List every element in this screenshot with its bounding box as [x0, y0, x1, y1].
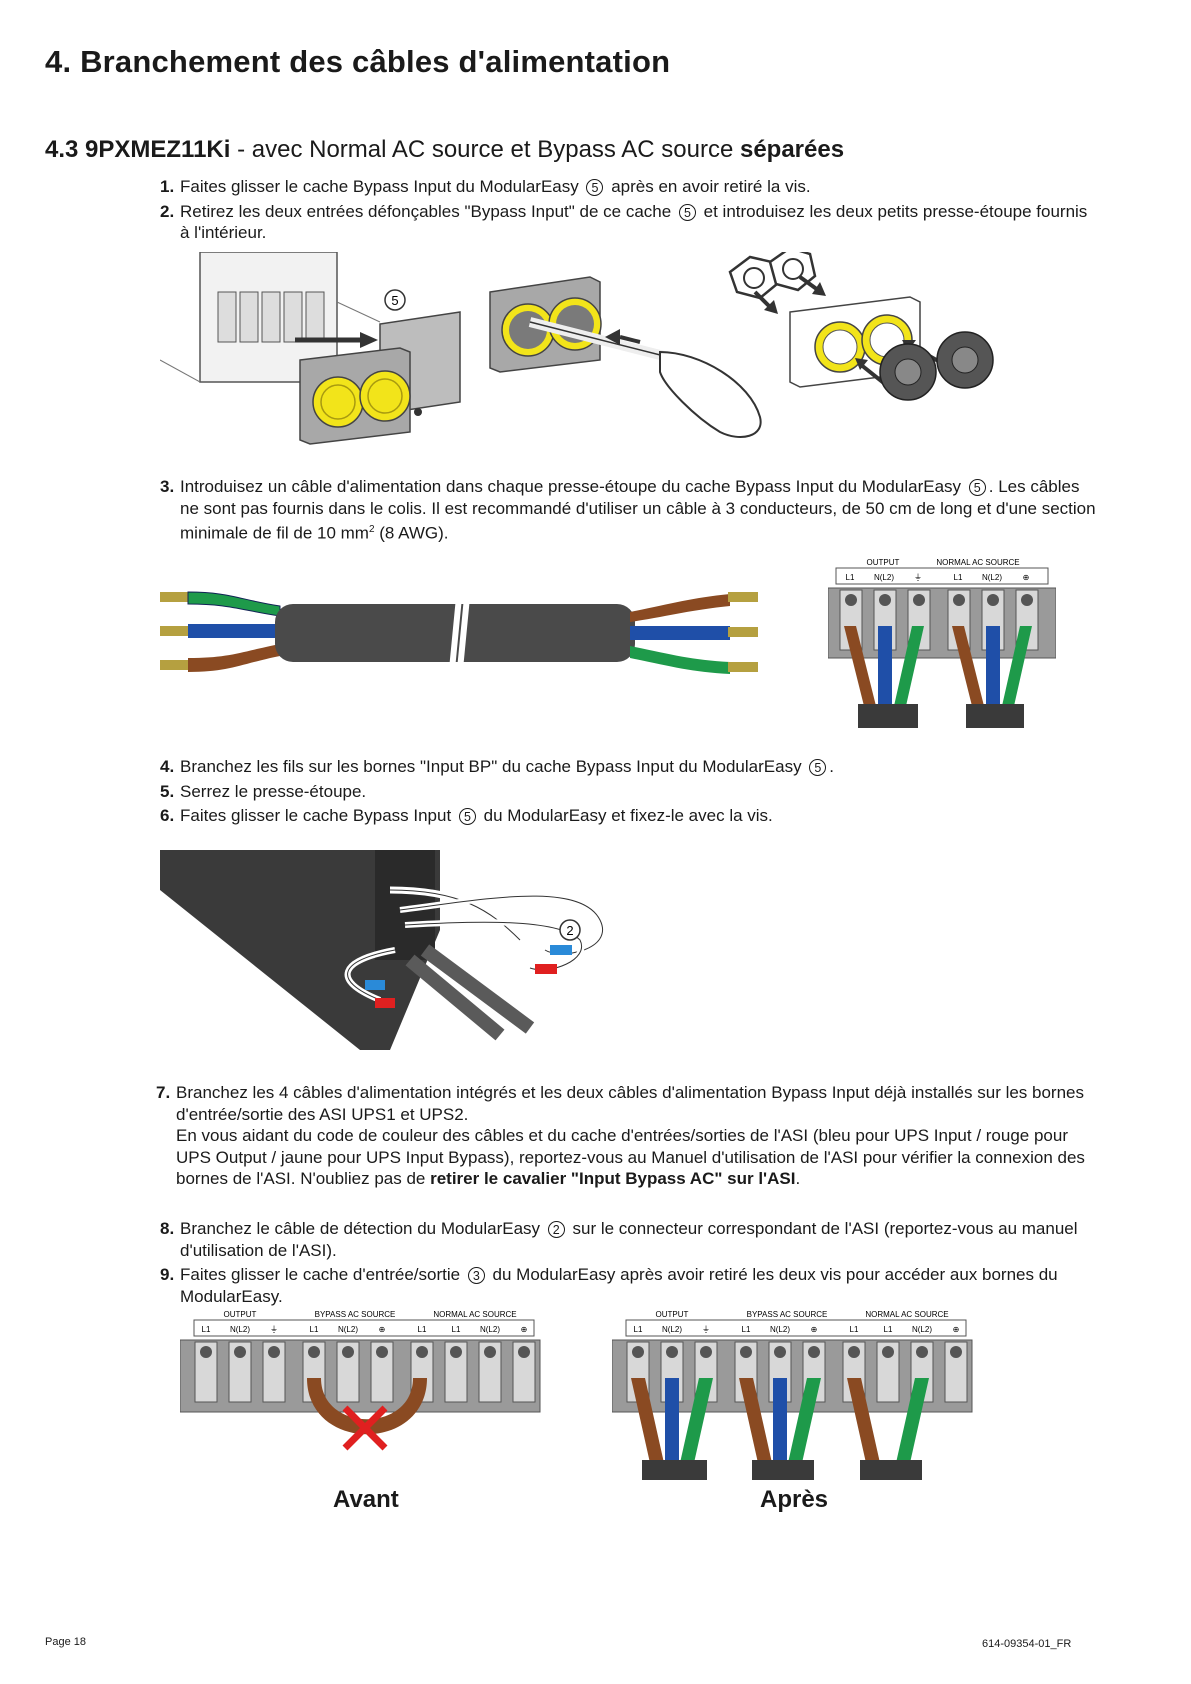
- svg-text:⏚: ⏚: [914, 573, 922, 582]
- figure-terminal-small: OUTPUT NORMAL AC SOURCE L1 N(L2) ⏚ L1 N(…: [828, 558, 1056, 728]
- svg-text:L1: L1: [202, 1325, 211, 1334]
- svg-text:L1: L1: [310, 1325, 319, 1334]
- ref-5-badge: 5: [809, 759, 827, 776]
- svg-text:⏚: ⏚: [702, 1325, 710, 1334]
- svg-text:N(L2): N(L2): [982, 573, 1002, 582]
- svg-text:⊕: ⊕: [811, 1325, 818, 1334]
- figure-bypass-cover-glands: 5: [160, 252, 994, 445]
- svg-text:OUTPUT: OUTPUT: [224, 1310, 257, 1319]
- svg-text:L1: L1: [452, 1325, 461, 1334]
- svg-text:L1: L1: [418, 1325, 427, 1334]
- svg-text:L1: L1: [954, 573, 963, 582]
- svg-text:NORMAL AC SOURCE: NORMAL AC SOURCE: [865, 1310, 948, 1319]
- ref-5-badge: 5: [968, 479, 986, 496]
- svg-text:L1: L1: [742, 1325, 751, 1334]
- figure-modulareasy-cables: 2: [160, 850, 606, 1050]
- step-9: 9.Faites glisser le cache d'entrée/sorti…: [160, 1265, 1058, 1306]
- document-number: 614-09354-01_FR: [982, 1638, 1072, 1650]
- svg-text:N(L2): N(L2): [912, 1325, 932, 1334]
- callout-2-circle: [559, 919, 581, 941]
- section-title: 4.3 9PXMEZ11Ki - avec Normal AC source e…: [45, 136, 844, 164]
- svg-text:N(L2): N(L2): [338, 1325, 358, 1334]
- step-6: 6.Faites glisser le cache Bypass Input 5…: [160, 806, 773, 825]
- section-title-bold: séparées: [739, 136, 845, 163]
- svg-text:⊕: ⊕: [1023, 573, 1030, 582]
- callout-5-label: 5: [391, 293, 398, 308]
- svg-text:BYPASS AC SOURCE: BYPASS AC SOURCE: [315, 1310, 396, 1319]
- step-2: 2.Retirez les deux entrées défonçables "…: [160, 201, 1088, 243]
- callout-5-circle: [384, 289, 406, 311]
- panel-remove-cover: 5: [160, 252, 461, 445]
- caption-before: Avant: [333, 1486, 399, 1513]
- svg-text:BYPASS AC SOURCE: BYPASS AC SOURCE: [747, 1310, 828, 1319]
- svg-text:N(L2): N(L2): [770, 1325, 790, 1334]
- caption-after: Après: [760, 1486, 829, 1513]
- svg-text:L1: L1: [846, 573, 855, 582]
- svg-text:L1: L1: [850, 1325, 859, 1334]
- svg-text:⊕: ⊕: [379, 1325, 386, 1334]
- step-7: 7.Branchez les 4 câbles d'alimentation i…: [156, 1083, 1085, 1188]
- section-model: 4.3 9PXMEZ11Ki: [45, 136, 231, 163]
- ref-3-badge: 3: [467, 1267, 485, 1284]
- chapter-title: 4. Branchement des câbles d'alimentation: [45, 44, 671, 79]
- bypass-cover: [299, 347, 411, 445]
- svg-text:L1: L1: [634, 1325, 643, 1334]
- ref-5-badge: 5: [586, 179, 604, 196]
- svg-text:OUTPUT: OUTPUT: [656, 1310, 689, 1319]
- svg-text:N(L2): N(L2): [230, 1325, 250, 1334]
- group-output-label: OUTPUT: [867, 558, 900, 567]
- svg-text:⊕: ⊕: [953, 1325, 960, 1334]
- svg-text:N(L2): N(L2): [874, 573, 894, 582]
- svg-text:⊕: ⊕: [521, 1325, 528, 1334]
- ref-5-badge: 5: [458, 808, 476, 825]
- svg-text:⏚: ⏚: [270, 1325, 278, 1334]
- panel-insert-glands: [728, 252, 994, 401]
- jumper-cable: [307, 1378, 427, 1435]
- steps-group-step3: 3.Introduisez un câble d'alimentation da…: [160, 476, 1100, 547]
- steps-group-1: 1.Faites glisser le cache Bypass Input d…: [160, 176, 1100, 247]
- step-3: 3.Introduisez un câble d'alimentation da…: [160, 477, 1096, 543]
- steps-group-3: 8.Branchez le câble de détection du Modu…: [160, 1218, 1100, 1310]
- steps-group-2: 4.Branchez les fils sur les bornes "Inpu…: [160, 756, 1100, 830]
- svg-text:NORMAL AC SOURCE: NORMAL AC SOURCE: [433, 1310, 516, 1319]
- page-number: Page 18: [45, 1636, 86, 1648]
- figure-terminal-after: OUTPUT BYPASS AC SOURCE NORMAL AC SOURCE…: [612, 1310, 973, 1480]
- steps-group-step7: 7.Branchez les 4 câbles d'alimentation i…: [156, 1082, 1096, 1193]
- svg-text:N(L2): N(L2): [480, 1325, 500, 1334]
- group-normal-label: NORMAL AC SOURCE: [936, 558, 1019, 567]
- screw-icon: [414, 408, 422, 416]
- section-title-mid: - avec Normal AC source et Bypass AC sou…: [230, 136, 740, 163]
- panel-knockouts-screwdriver: [489, 276, 762, 438]
- step-1: 1.Faites glisser le cache Bypass Input d…: [160, 177, 811, 196]
- figure-terminal-before: OUTPUT BYPASS AC SOURCE NORMAL AC SOURCE…: [180, 1310, 541, 1451]
- ref-2-badge: 2: [547, 1221, 565, 1238]
- remove-cross-icon: [342, 1405, 388, 1451]
- callout-2-label: 2: [566, 923, 573, 938]
- step-8: 8.Branchez le câble de détection du Modu…: [160, 1219, 1078, 1260]
- step-4: 4.Branchez les fils sur les bornes "Inpu…: [160, 757, 835, 776]
- ref-5-badge: 5: [678, 203, 696, 221]
- figure-three-conductor-cable: [160, 586, 758, 691]
- step-5: 5.Serrez le presse-étoupe.: [160, 781, 367, 801]
- svg-text:N(L2): N(L2): [662, 1325, 682, 1334]
- svg-text:L1: L1: [884, 1325, 893, 1334]
